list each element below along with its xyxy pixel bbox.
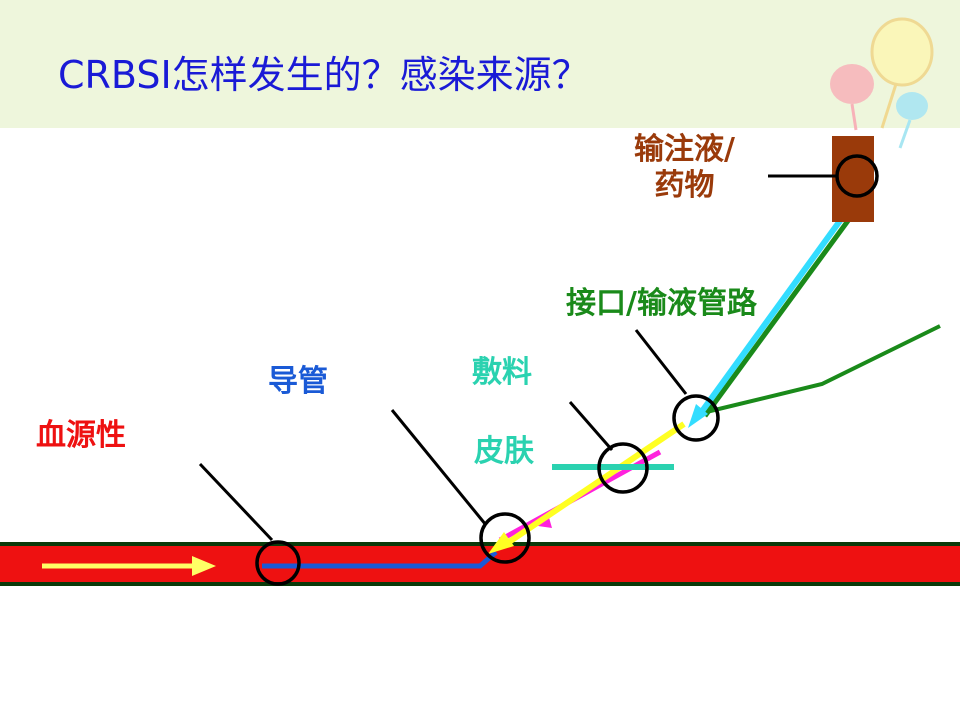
label-dressing: 敷料 (472, 355, 532, 390)
hub-tubing-line (697, 324, 941, 416)
label-skin: 皮肤 (474, 434, 534, 469)
site-circle-hub (672, 394, 720, 442)
yellow-arrowhead (488, 532, 514, 554)
site-circle-skin (597, 442, 649, 494)
label-blood-source: 血源性 (36, 418, 126, 453)
page-title: CRBSI怎样发生的？感染来源？ (58, 53, 590, 97)
iv-arrowhead (688, 404, 708, 428)
label-infusion-fluid-line2: 药物 (654, 168, 715, 203)
iv-fluid-line (697, 216, 845, 416)
site-circle-catheter (479, 512, 531, 564)
pointer-dressing (568, 401, 614, 451)
balloon-icon-yellow (870, 17, 934, 129)
pointer-hub (634, 329, 688, 395)
balloon-icon-cyan (896, 92, 928, 149)
label-infusion-fluid-line1: 输注液/ (634, 132, 735, 167)
fluid-bag (832, 136, 874, 222)
green-iv-line (702, 216, 853, 418)
label-infusion-fluid: 输注液/ 药物 (634, 132, 735, 204)
yellow-line (504, 421, 686, 547)
pointer-blood (198, 462, 274, 542)
blood-flow-arrow (42, 556, 216, 576)
label-hub-tubing: 接口/输液管路 (566, 286, 757, 321)
site-circle-blood (255, 540, 301, 586)
balloon-icon-pink (830, 64, 874, 131)
site-circle-fluid (835, 154, 879, 198)
title-banner (0, 0, 960, 128)
pointer-catheter (390, 409, 488, 526)
label-catheter: 导管 (268, 364, 328, 399)
